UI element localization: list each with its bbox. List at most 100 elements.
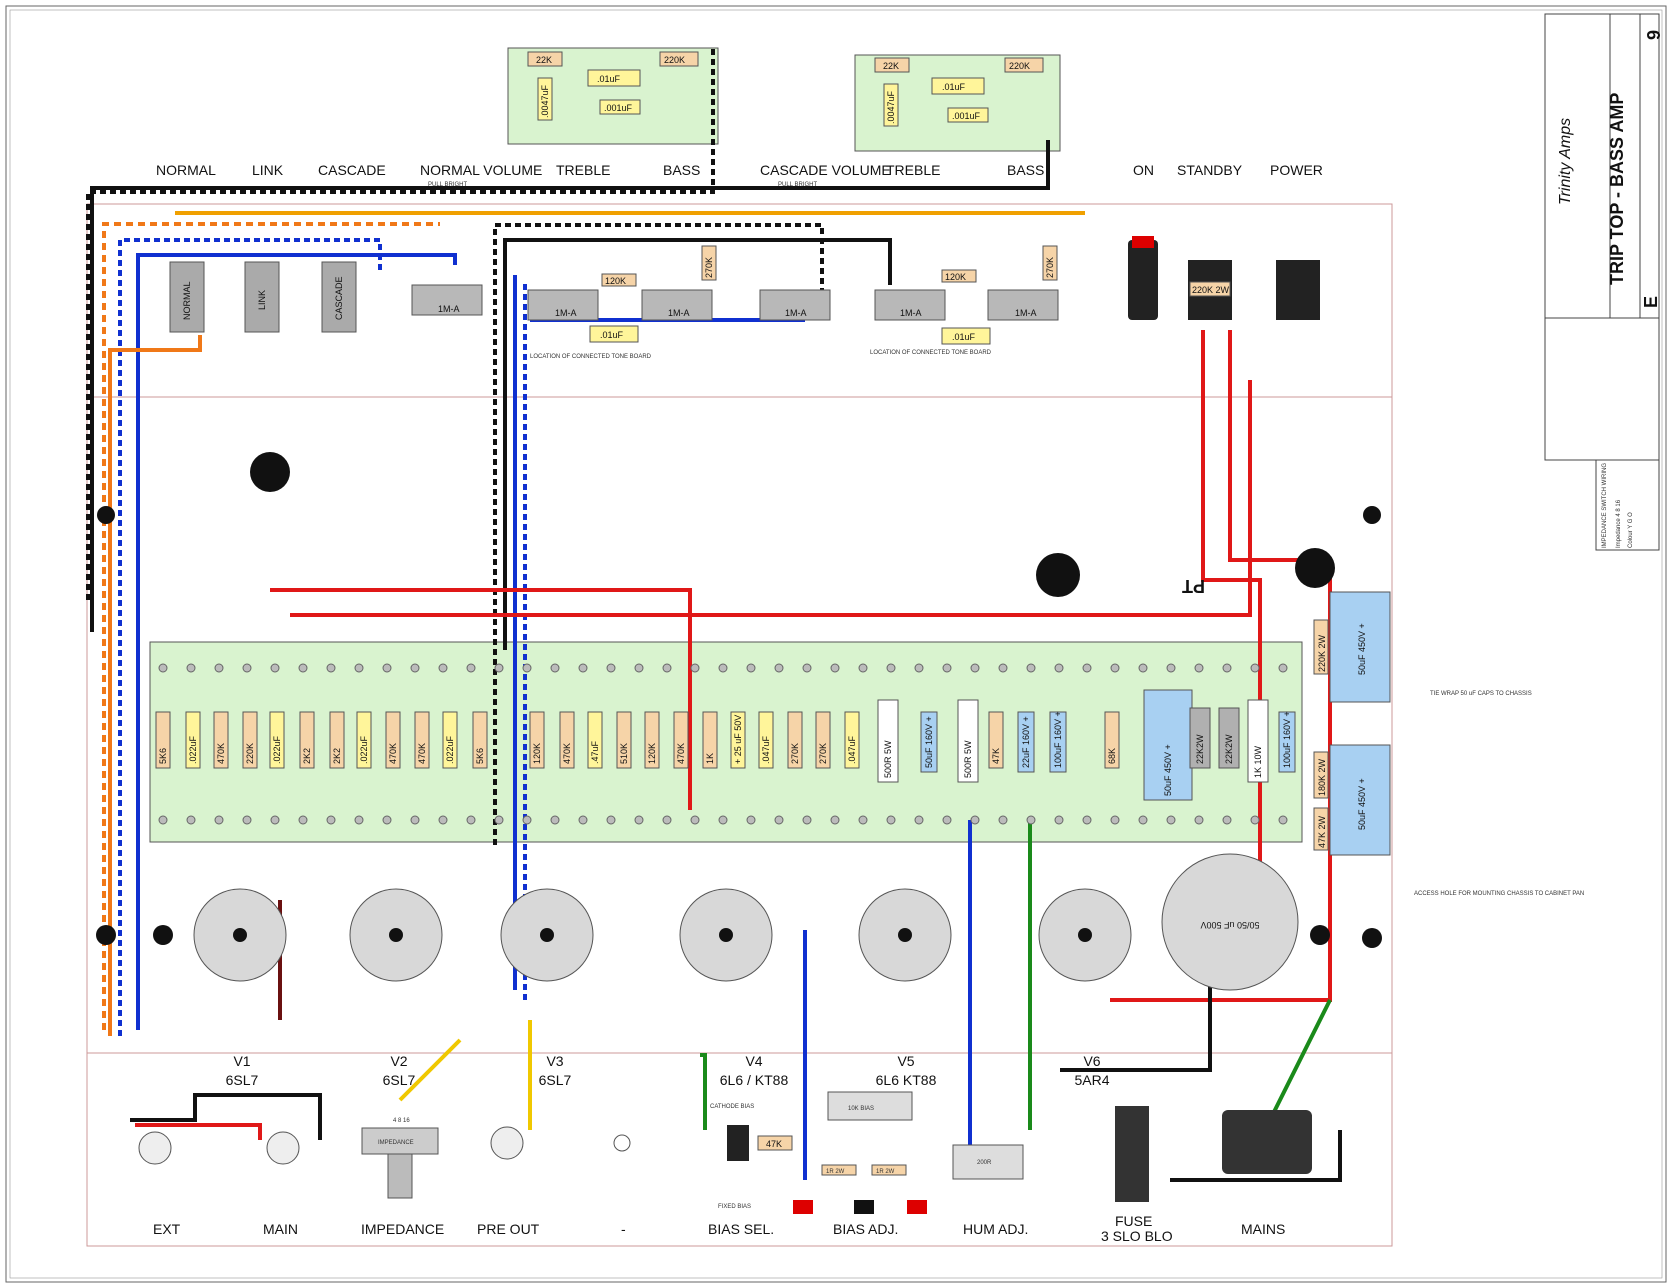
hum-adjust-pot[interactable] [952,1144,1024,1180]
normal-volume-pot[interactable] [411,284,483,316]
turret [914,663,924,673]
fuse-holder[interactable] [1115,1106,1149,1202]
grommet [250,452,290,492]
label-cascade-volume: CASCADE VOLUME [760,162,891,178]
label-fuse: FUSE [1115,1213,1152,1229]
main-jack[interactable] [266,1131,300,1165]
board-component-label: 50uF 450V + [1163,744,1173,796]
cap-label: .0047uF [886,90,896,124]
ext-jack[interactable] [138,1131,172,1165]
resistor-label: 1R 2W [876,1169,895,1175]
pot-label: 1M-A [555,308,577,318]
socket-key [898,928,912,942]
on-indicator [1128,240,1158,320]
impedance-taps: 4 8 16 [393,1118,410,1124]
bass2-pot[interactable] [987,289,1059,321]
cap-label: .0047uF [540,84,550,118]
can-capacitor [1161,853,1299,991]
board-component [877,699,899,783]
board-component [1278,711,1296,773]
link-jack-label: LINK [257,290,267,310]
tube-name: V3 [546,1053,563,1069]
board-component [1218,707,1240,769]
on-lamp [1132,236,1154,248]
turret [690,815,700,825]
turret [466,815,476,825]
turret [326,663,336,673]
board-component-label: 500R 5W [883,740,893,778]
board-component-label: 5K6 [158,748,168,764]
impedance-switch-label: IMPEDANCE [378,1140,414,1146]
impedance-switch[interactable] [361,1127,439,1155]
turret [242,663,252,673]
cascade-volume-pot[interactable] [759,289,831,321]
link-jack[interactable] [244,261,280,333]
treble1-pot[interactable] [527,289,599,321]
cathode-bias-note: CATHODE BIAS [710,1104,754,1110]
turret [1194,815,1204,825]
turret [1250,663,1260,673]
normal-jack[interactable] [169,261,205,333]
turret [494,815,504,825]
location-note: LOCATION OF CONNECTED TONE BOARD [870,350,992,356]
tube-type: 6L6 KT88 [876,1072,937,1088]
label-main: MAIN [263,1221,298,1237]
board-component-label: 5K6 [475,748,485,764]
outer-frame [5,5,1667,1283]
turret [522,663,532,673]
tube-type: 6SL7 [226,1072,259,1088]
board-component [673,711,689,769]
bias-pot[interactable] [827,1091,913,1121]
tube-name: V4 [745,1053,762,1069]
treble2-pot[interactable] [874,289,946,321]
pre-out-jack[interactable] [490,1126,524,1160]
turret [1110,815,1120,825]
cascade-jack[interactable] [321,261,357,333]
resistor-label: 220K 2W [1317,634,1327,672]
grommet [1036,553,1080,597]
tube-type: 5AR4 [1074,1072,1109,1088]
bias-test-jack-red[interactable] [907,1200,927,1214]
turret [382,663,392,673]
resistor-label: 220K [664,55,685,65]
board-component-label: .047uF [761,735,771,764]
board-component [442,711,458,769]
power-switch[interactable] [1276,260,1320,320]
tube-name: V6 [1083,1053,1100,1069]
bass1-pot[interactable] [641,289,713,321]
inner-frame [9,9,1663,1279]
turret [1278,663,1288,673]
normal-jack-label: NORMAL [182,281,192,320]
turret [1082,815,1092,825]
turret [410,663,420,673]
turret [466,663,476,673]
mains-socket[interactable] [1222,1110,1312,1174]
bias-test-jack-black[interactable] [854,1200,874,1214]
turret [606,663,616,673]
board-component [185,711,201,769]
turret [718,815,728,825]
turret [522,815,532,825]
rear-panel-outline [86,1052,1393,1247]
label-bass2: BASS [1007,162,1044,178]
turret [1138,663,1148,673]
resistor-label: 47K [766,1139,782,1149]
bias-select-switch[interactable] [727,1125,749,1161]
turret [914,815,924,825]
turret [158,663,168,673]
bias-test-jack-red[interactable] [793,1200,813,1214]
board-component [356,711,372,769]
board-component-label: 470K [562,743,572,764]
board-component-label: 470K [388,743,398,764]
turret [354,815,364,825]
turret [942,663,952,673]
tube-type: 6L6 / KT88 [720,1072,789,1088]
label-dash: - [621,1221,626,1237]
turret [1082,663,1092,673]
resistor-label: 120K [605,276,626,286]
board-component-label: .47uF [590,740,600,764]
pot-label: 1M-A [1015,308,1037,318]
board-component [920,711,938,773]
turret [606,815,616,825]
wiring [86,48,1342,1182]
